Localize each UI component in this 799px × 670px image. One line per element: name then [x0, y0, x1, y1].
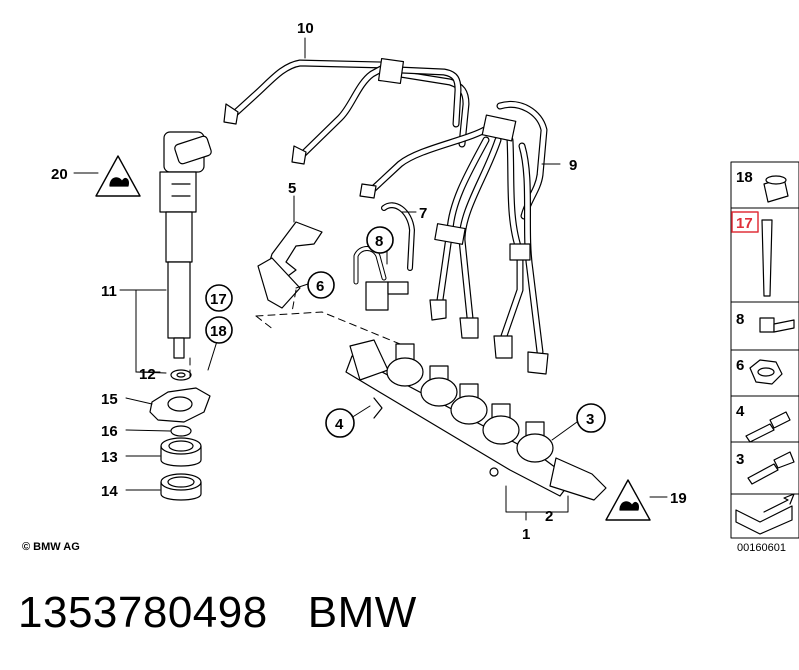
callout-circles: [205, 226, 606, 438]
side-label-17: 17: [736, 215, 753, 232]
washer-16: [170, 425, 192, 437]
copyright-text: © BMW AG: [22, 541, 80, 553]
label-10: 10: [297, 20, 314, 37]
label-19: 19: [670, 490, 687, 507]
side-label-18: 18: [736, 169, 753, 186]
label-11: 11: [101, 283, 117, 300]
warning-triangle-19: [605, 479, 651, 521]
fuel-line-9: [429, 101, 549, 375]
label-5: 5: [288, 180, 296, 197]
bracket-5: [257, 221, 323, 309]
callout-labels: 10 9 20 5 7 8 6 17 18 11 12 15 16 13 14 …: [51, 20, 687, 543]
label-1: 1: [522, 526, 530, 543]
side-label-6: 6: [736, 357, 744, 374]
label-17: 17: [210, 291, 227, 308]
label-18: 18: [210, 323, 227, 340]
part-caption: 1353780498 BMW: [18, 588, 417, 638]
warning-triangle-20: [95, 155, 141, 197]
guide-lines: [189, 289, 401, 379]
label-14: 14: [101, 483, 118, 500]
leader-lines: [73, 37, 668, 521]
label-20: 20: [51, 166, 68, 183]
part-number: 1353780498: [18, 588, 268, 637]
injector-11: [159, 131, 212, 359]
label-9: 9: [569, 157, 577, 174]
clip-8: [353, 246, 409, 311]
label-7: 7: [419, 205, 427, 222]
side-label-4: 4: [736, 403, 745, 420]
diagram-reference: 00160601: [737, 542, 786, 554]
label-15: 15: [101, 391, 118, 408]
label-16: 16: [101, 423, 118, 440]
label-3: 3: [586, 411, 594, 428]
brand-name: BMW: [307, 588, 417, 637]
fuel-rail: [345, 339, 607, 501]
label-2: 2: [545, 508, 553, 525]
fuel-line-10: [223, 57, 492, 199]
side-label-8: 8: [736, 311, 744, 328]
seal-12: [170, 369, 192, 381]
ring-14: [160, 473, 202, 501]
label-4: 4: [335, 416, 344, 433]
sleeve-13: [160, 437, 202, 467]
bracket-15: [149, 387, 211, 423]
label-12: 12: [139, 366, 156, 383]
side-panel: [730, 161, 799, 539]
side-panel-labels: 18 17 8 6 4 3: [736, 169, 753, 468]
label-8: 8: [375, 233, 383, 250]
label-13: 13: [101, 449, 118, 466]
label-6: 6: [316, 278, 324, 295]
clip-7: [381, 202, 415, 271]
side-label-3: 3: [736, 451, 744, 468]
